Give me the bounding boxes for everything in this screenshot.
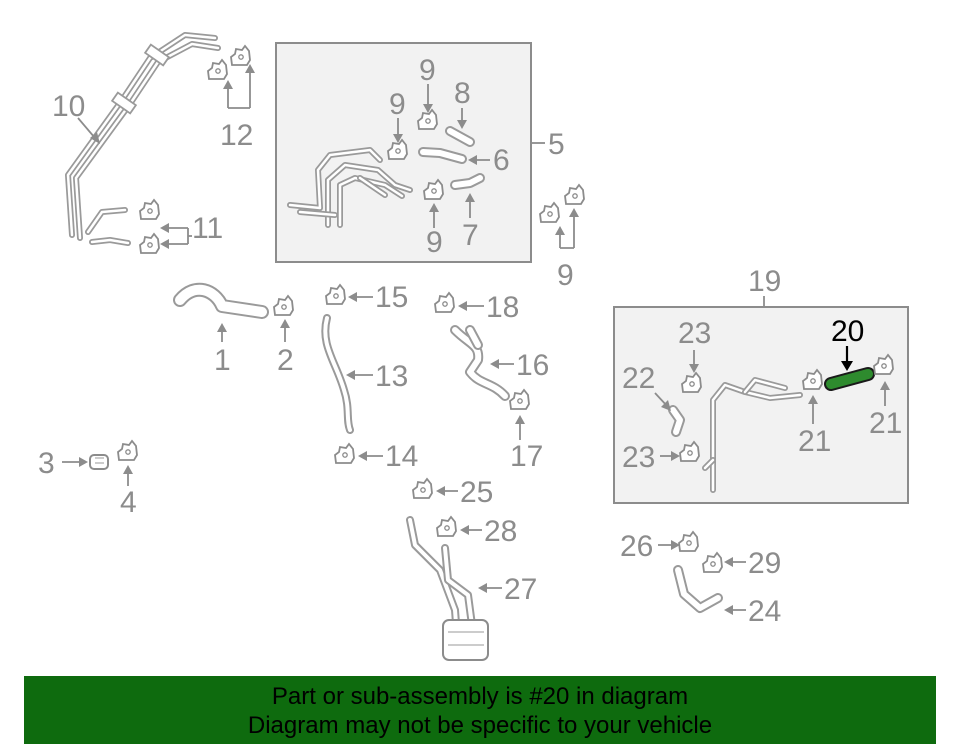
- callout-15[interactable]: 15: [375, 281, 408, 314]
- clip-icon: [139, 233, 160, 254]
- callout-20[interactable]: 20: [831, 315, 864, 348]
- callout-9[interactable]: 9: [426, 226, 443, 259]
- part-10-pipe-set: [65, 32, 221, 246]
- callout-7[interactable]: 7: [462, 219, 479, 252]
- callout-13[interactable]: 13: [375, 360, 408, 393]
- clip-icon: [434, 292, 455, 313]
- callout-23[interactable]: 23: [622, 441, 655, 474]
- callout-9[interactable]: 9: [389, 88, 406, 121]
- callout-4[interactable]: 4: [120, 486, 137, 519]
- callout-23[interactable]: 23: [678, 317, 711, 350]
- clip-icon: [207, 59, 228, 80]
- callout-5[interactable]: 5: [548, 128, 565, 161]
- clip-icon: [678, 531, 699, 552]
- callout-12[interactable]: 12: [220, 119, 253, 152]
- callout-17[interactable]: 17: [510, 440, 543, 473]
- part-22-hose: [668, 405, 685, 437]
- part-16-hose: [450, 325, 510, 401]
- clip-icon: [564, 184, 585, 205]
- callout-14[interactable]: 14: [385, 440, 418, 473]
- part-19-pipe: [702, 377, 803, 493]
- clip-icon: [230, 45, 251, 66]
- part-7-hose: [450, 173, 485, 190]
- clip-icon: [702, 552, 723, 573]
- callout-27[interactable]: 27: [504, 573, 537, 606]
- part-8-hose: [445, 126, 475, 147]
- clip-icon: [273, 295, 294, 316]
- callout-28[interactable]: 28: [484, 515, 517, 548]
- callout-6[interactable]: 6: [493, 144, 510, 177]
- callout-1[interactable]: 1: [214, 344, 231, 377]
- callout-29[interactable]: 29: [748, 547, 781, 580]
- info-banner: Part or sub-assembly is #20 in diagram D…: [24, 676, 936, 744]
- clip-icon: [334, 443, 355, 464]
- callout-22[interactable]: 22: [622, 362, 655, 395]
- callout-10[interactable]: 10: [52, 90, 85, 123]
- callout-19[interactable]: 19: [748, 265, 781, 298]
- callout-21[interactable]: 21: [869, 407, 902, 440]
- callout-25[interactable]: 25: [460, 476, 493, 509]
- clip-icon: [325, 284, 346, 305]
- part-24-hose: [673, 565, 723, 613]
- part-20-hose-highlighted[interactable]: [824, 367, 875, 391]
- part-5-pipe-assembly: [287, 147, 413, 228]
- callout-11[interactable]: 11: [192, 212, 223, 245]
- part-3-plug: [89, 454, 109, 470]
- callout-26[interactable]: 26: [620, 530, 653, 563]
- part-6-hose: [418, 147, 467, 164]
- callout-16[interactable]: 16: [516, 349, 549, 382]
- callout-3[interactable]: 3: [38, 447, 55, 480]
- clip-icon: [436, 516, 457, 537]
- callout-9[interactable]: 9: [557, 259, 574, 292]
- leader-line-20: [841, 346, 853, 371]
- clip-icon: [139, 199, 160, 220]
- leader-lines: [62, 64, 890, 615]
- clip-icon: [539, 202, 560, 223]
- banner-line-2: Diagram may not be specific to your vehi…: [247, 712, 713, 739]
- banner-line-1: Part or sub-assembly is #20 in diagram: [271, 683, 689, 710]
- clip-icon: [117, 440, 138, 461]
- clip-icon: [509, 389, 530, 410]
- callout-21[interactable]: 21: [798, 425, 831, 458]
- callout-24[interactable]: 24: [748, 595, 781, 628]
- part-13-hose: [321, 314, 354, 434]
- clip-icon: [412, 478, 433, 499]
- callout-8[interactable]: 8: [454, 77, 471, 110]
- callout-2[interactable]: 2: [277, 344, 294, 377]
- part-1-hose: [173, 282, 269, 319]
- part-27-pipe-reservoir: [406, 516, 489, 661]
- callout-18[interactable]: 18: [486, 291, 519, 324]
- callout-9[interactable]: 9: [419, 54, 436, 87]
